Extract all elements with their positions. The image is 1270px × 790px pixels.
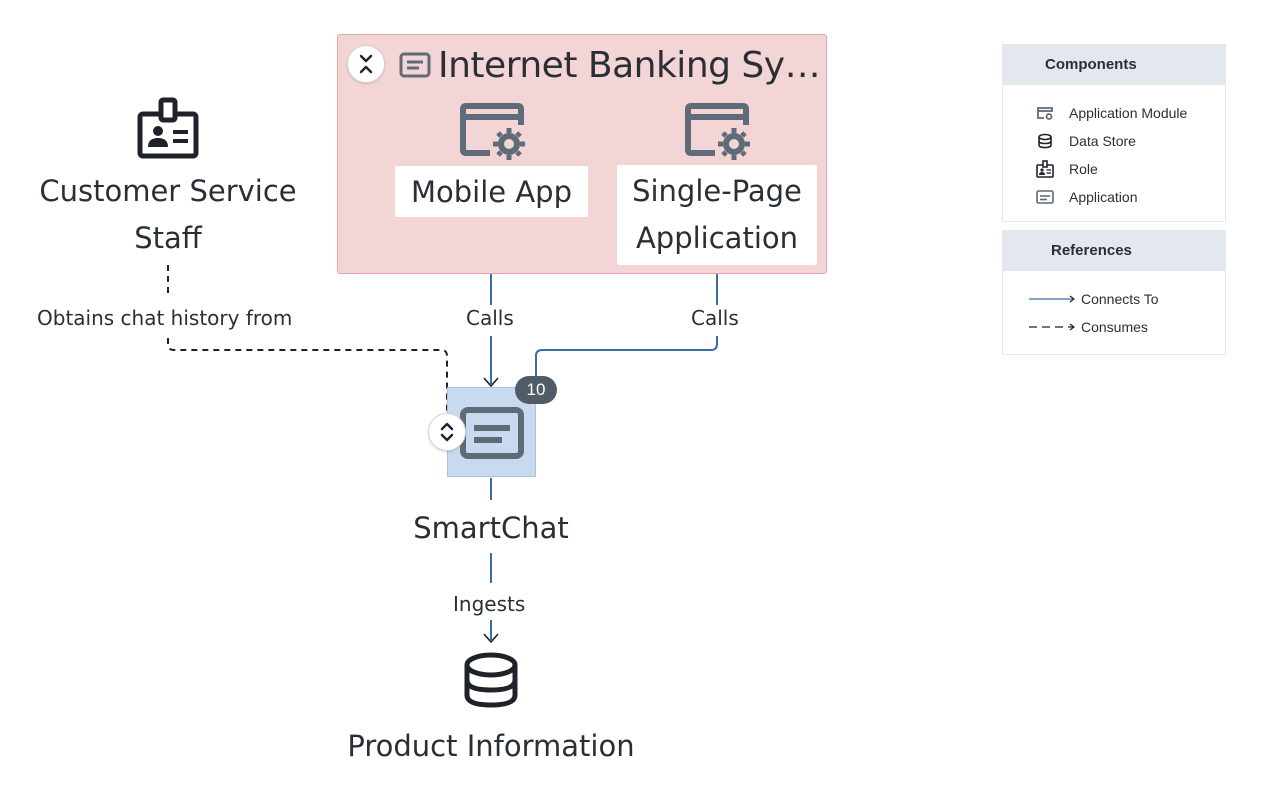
- components-legend: Components Application Module: [1002, 44, 1226, 222]
- solid-arrow-icon: [1029, 295, 1075, 303]
- legend-label: Connects To: [1081, 291, 1159, 307]
- application-icon: [460, 407, 524, 464]
- smartchat-label: SmartChat: [413, 511, 569, 545]
- application-module-icon: [1033, 103, 1057, 123]
- role-icon: [1033, 159, 1057, 179]
- edge-label-ingests: Ingests: [451, 591, 528, 617]
- role-icon: [137, 97, 199, 164]
- legend-item-data-store: Data Store: [1003, 127, 1225, 155]
- application-module-icon: [685, 103, 751, 166]
- customer-service-label-line1: Customer Service: [39, 174, 297, 208]
- collapse-group-button[interactable]: [347, 45, 385, 83]
- group-title: Internet Banking Syst…: [438, 45, 828, 86]
- customer-service-label-line2: Staff: [134, 221, 202, 255]
- references-legend: References Connects To Consumes: [1002, 230, 1226, 355]
- edge-staff-dashed-lower: [167, 338, 448, 412]
- application-icon: [1033, 187, 1057, 207]
- mobile-app-label: Mobile App: [410, 174, 572, 209]
- components-legend-title: Components: [1003, 45, 1225, 85]
- legend-label: Application: [1069, 189, 1138, 205]
- edge-label-mobile-calls: Calls: [464, 305, 516, 331]
- edge-label-spa-calls: Calls: [689, 305, 741, 331]
- arrowhead-mobile: [483, 377, 499, 388]
- application-module-icon: [460, 103, 526, 166]
- spa-label-line2: Application: [635, 221, 799, 255]
- expand-chevrons-icon: [440, 422, 454, 442]
- legend-label: Data Store: [1069, 133, 1136, 149]
- edge-label-obtains-chat: Obtains chat history from: [35, 305, 295, 331]
- spa-label-line1: Single-Page: [632, 174, 802, 208]
- application-icon: [399, 51, 431, 84]
- data-store-icon: [462, 652, 520, 713]
- legend-label: Application Module: [1069, 105, 1188, 121]
- collapse-chevrons-icon: [359, 54, 373, 74]
- connection-count-badge[interactable]: 10: [515, 376, 557, 404]
- legend-item-connects-to: Connects To: [1003, 285, 1225, 313]
- legend-item-consumes: Consumes: [1003, 313, 1225, 341]
- legend-label: Role: [1069, 161, 1098, 177]
- legend-label: Consumes: [1081, 319, 1148, 335]
- arrowhead-product: [483, 633, 499, 644]
- references-legend-title: References: [1003, 231, 1225, 271]
- legend-item-application-module: Application Module: [1003, 99, 1225, 127]
- product-information-node[interactable]: Product Information: [347, 729, 635, 763]
- dashed-arrow-icon: [1029, 323, 1075, 331]
- legend-item-application: Application: [1003, 183, 1225, 211]
- mobile-app-node[interactable]: Mobile App: [395, 166, 588, 217]
- expand-node-button[interactable]: [428, 413, 466, 451]
- legend-item-role: Role: [1003, 155, 1225, 183]
- single-page-application-node[interactable]: Single-Page Application: [617, 165, 817, 265]
- data-store-icon: [1033, 131, 1057, 151]
- customer-service-staff-node[interactable]: Customer Service Staff: [30, 168, 306, 262]
- edge-spa-to-smartchat-lower: [535, 336, 718, 384]
